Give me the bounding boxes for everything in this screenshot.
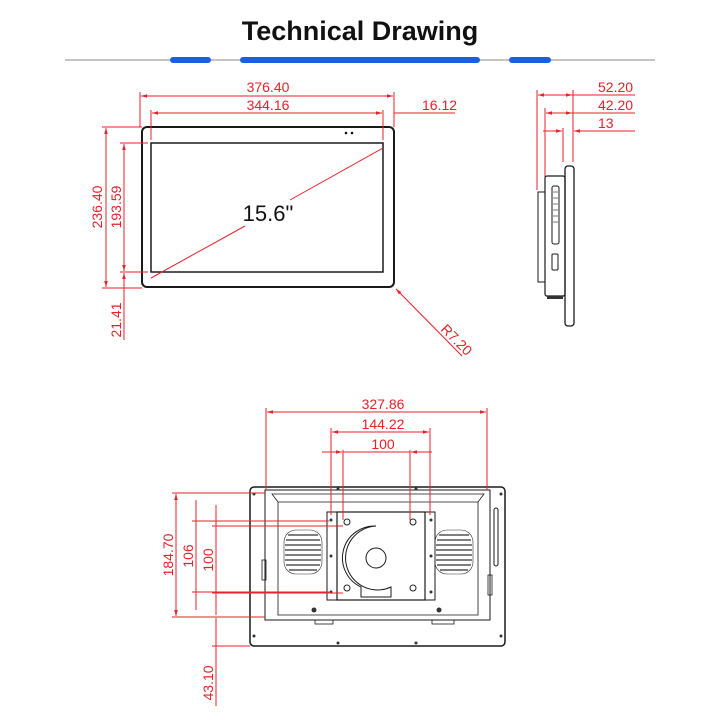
dim-plate-width-label: 144.22 — [362, 416, 405, 432]
dim-bezel-bottom-label: 21.41 — [108, 302, 124, 337]
dim-screen-width-label: 344.16 — [247, 97, 290, 113]
dim-depth-total-label: 52.20 — [598, 79, 633, 95]
dim-frame-width-label: 327.86 — [362, 396, 405, 412]
antenna-icon — [493, 507, 499, 567]
dim-overall-width-label: 376.40 — [247, 79, 290, 95]
front-view: 15.6" 376.40 344.16 16.12 236.40 193.59 … — [89, 79, 476, 359]
dim-screen-height-label: 193.59 — [108, 185, 124, 228]
vesa-plate — [326, 511, 436, 601]
screen-size-label: 15.6" — [243, 201, 294, 226]
side-vent — [551, 185, 560, 245]
back-view: 327.86 144.22 100 184.70 106 100 43.10 — [160, 396, 506, 706]
mount-center-hole — [365, 547, 387, 569]
side-body — [544, 175, 566, 297]
dim-overall-height-label: 236.40 — [89, 185, 105, 228]
page-title: Technical Drawing — [242, 16, 479, 46]
front-bezel-outline — [141, 126, 395, 288]
side-bracket — [537, 191, 546, 283]
vesa-holes — [343, 518, 417, 592]
side-port-icon — [551, 253, 559, 271]
side-view: 52.20 42.20 13 — [536, 79, 635, 327]
diagonal-line — [150, 225, 246, 279]
dim-plate-height-label: 106 — [180, 544, 196, 568]
speaker-grill-right — [434, 529, 474, 575]
side-bezel — [564, 165, 575, 327]
dim-frame-height-label: 184.70 — [160, 533, 176, 576]
dim-depth-body-label: 42.20 — [598, 97, 633, 113]
back-outline — [249, 486, 506, 647]
mount-circle — [341, 525, 392, 598]
dim-bezel-side-label: 16.12 — [422, 97, 457, 113]
dim-vesa-height-label: 100 — [200, 548, 216, 572]
sensor-dot-icon — [350, 131, 354, 135]
speaker-grill-left — [283, 529, 323, 575]
dim-depth-bezel-label: 13 — [598, 115, 614, 131]
screen-outline — [150, 142, 384, 273]
camera-dot-icon — [344, 131, 348, 135]
dim-corner-radius — [395, 288, 463, 357]
dim-vesa-width-label: 100 — [371, 436, 395, 452]
dim-corner-radius-label: R7.20 — [438, 321, 476, 359]
dim-bottom-offset-label: 43.10 — [200, 665, 216, 700]
